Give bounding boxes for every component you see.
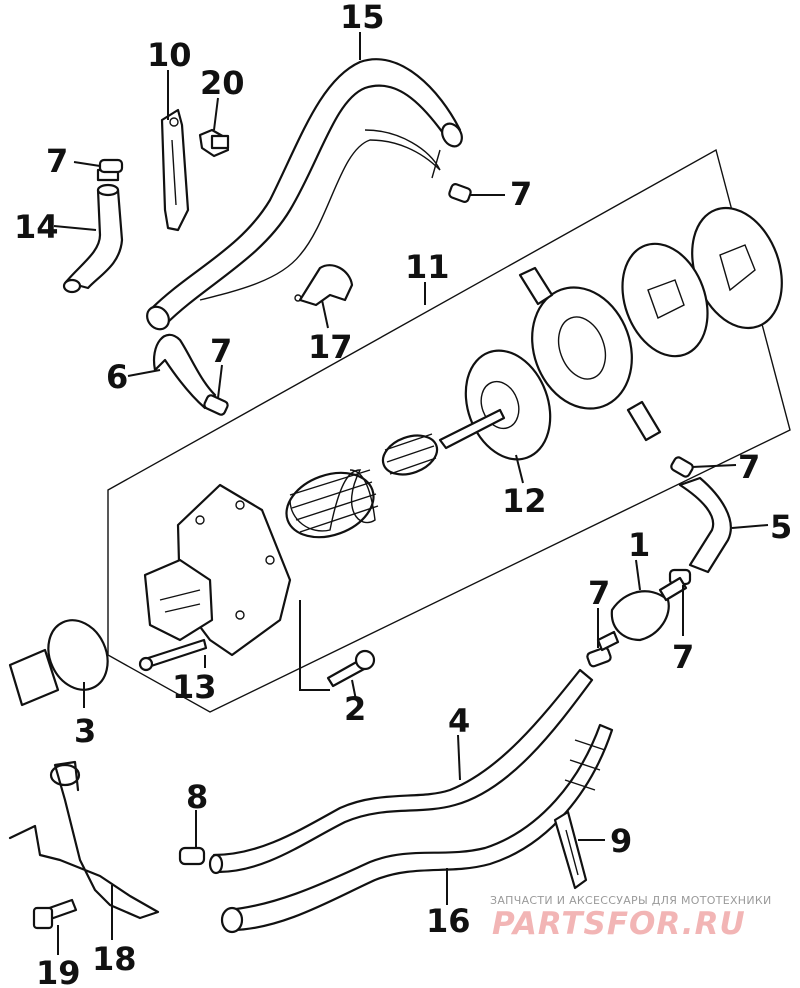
- pump-cover: [143, 483, 292, 657]
- leader-lines: [53, 32, 769, 955]
- callout-9: 9: [610, 822, 632, 860]
- assembly-group-box: [107, 148, 791, 713]
- hose-4: [208, 668, 594, 875]
- callout-14: 14: [14, 208, 59, 246]
- hose-clamp-7-c: [203, 394, 229, 416]
- pump-nipple-upper: [518, 266, 554, 306]
- callout-12: 12: [502, 482, 547, 520]
- hose-clamp-8: [178, 846, 206, 866]
- callout-18: 18: [92, 940, 137, 978]
- screw-13: [138, 638, 208, 672]
- callout-2: 2: [344, 690, 366, 728]
- stay-9: [553, 810, 588, 890]
- hose-5: [678, 476, 732, 574]
- bolt-2: [326, 649, 376, 688]
- callout-16: 16: [426, 902, 471, 940]
- hose-16: [220, 723, 614, 934]
- callout-3: 3: [74, 712, 96, 750]
- gasket-plate-middle: [621, 242, 709, 358]
- bolt-19: [32, 898, 78, 930]
- spring-small: [381, 433, 439, 476]
- clip-18: [8, 760, 160, 920]
- bolt-20: [198, 128, 230, 158]
- callout-10: 10: [147, 36, 192, 74]
- callout-7-e: 7: [588, 574, 610, 612]
- callout-13: 13: [172, 668, 217, 706]
- stay-10: [160, 108, 190, 232]
- hose-clamp-7-a: [98, 158, 124, 174]
- hose-6: [152, 333, 217, 410]
- hose-14: [62, 168, 124, 294]
- callout-7-b: 7: [510, 175, 532, 213]
- callout-7-d: 7: [738, 448, 760, 486]
- callout-4: 4: [448, 702, 470, 740]
- callout-20: 20: [200, 64, 245, 102]
- callout-8: 8: [186, 778, 208, 816]
- callout-11: 11: [405, 248, 450, 286]
- callout-15: 15: [340, 0, 385, 36]
- diaphragm-12: [438, 349, 552, 461]
- spring-large: [285, 469, 379, 539]
- callout-1: 1: [628, 526, 650, 564]
- hose-clamp-7-d: [670, 456, 694, 478]
- callout-17: 17: [308, 328, 353, 366]
- hose-15: [146, 58, 463, 331]
- watermark-subtitle: ЗАПЧАСТИ И АКСЕССУАРЫ ДЛЯ МОТОТЕХНИКИ: [490, 894, 772, 907]
- hose-clamp-7-b: [448, 183, 472, 203]
- pump-housing-ring: [531, 286, 633, 410]
- filter-cup-3: [8, 619, 109, 707]
- fuel-filter-1: [596, 576, 688, 652]
- pump-nipple-lower: [626, 400, 662, 442]
- callout-6: 6: [106, 358, 128, 396]
- watermark-logo: PARTSFOR.RU: [492, 906, 746, 942]
- callout-19: 19: [36, 954, 81, 988]
- clamp-17: [294, 264, 354, 307]
- callout-7-a: 7: [46, 142, 68, 180]
- hose-clamp-7-f: [586, 646, 612, 668]
- callout-7-f: 7: [672, 638, 694, 676]
- callout-7-c: 7: [210, 332, 232, 370]
- callout-5: 5: [770, 508, 792, 546]
